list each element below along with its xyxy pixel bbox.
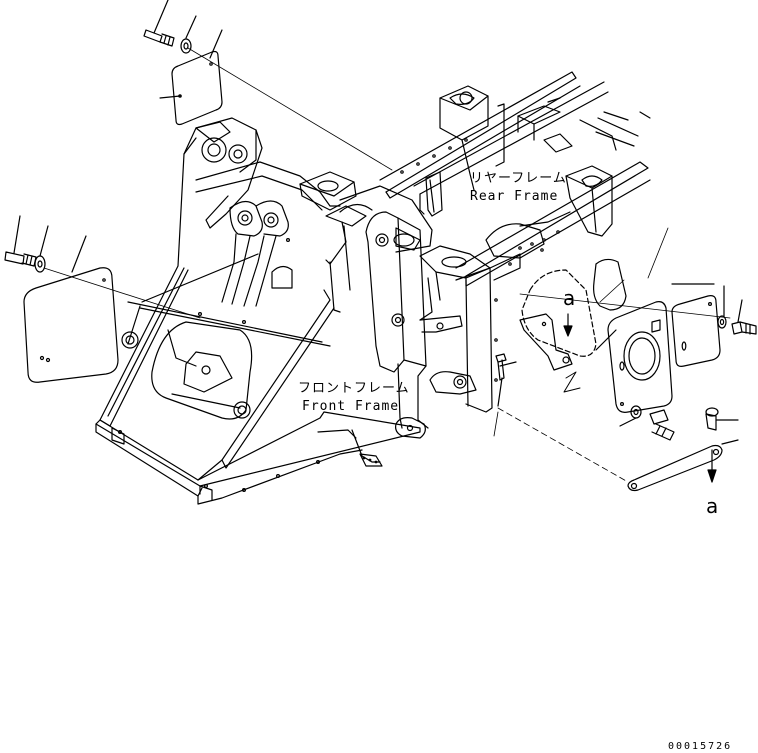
right-cover-leader bbox=[519, 293, 731, 319]
center-hinge-tower bbox=[317, 203, 477, 467]
right-cover-washer bbox=[717, 285, 727, 329]
front-frame-label-jp: フロントフレーム bbox=[298, 381, 410, 396]
stay-leader bbox=[493, 411, 499, 437]
stay-dashed-leader bbox=[497, 407, 629, 483]
right-cover-plate bbox=[671, 283, 721, 367]
top-cover-washer bbox=[180, 15, 197, 54]
front-frame-label-en: Front Frame bbox=[302, 399, 400, 414]
rear-frame-label-en: Rear Frame bbox=[470, 189, 559, 204]
rear-leader-2 bbox=[599, 279, 625, 303]
lower-cover-washer bbox=[619, 405, 642, 427]
view-arrow-bottom bbox=[707, 449, 717, 483]
top-cover-leader bbox=[187, 47, 393, 171]
rear-frame bbox=[299, 71, 651, 413]
right-cover-bolt bbox=[731, 299, 757, 335]
rear-frame-label-jp: リヤーフレーム bbox=[470, 171, 567, 186]
left-cover-washer bbox=[34, 225, 49, 273]
break-mark bbox=[563, 371, 581, 393]
view-reference-a-top: a bbox=[563, 286, 576, 310]
front-frame bbox=[95, 117, 421, 505]
round-hole-cover bbox=[595, 301, 673, 413]
drawing-number: 00015726 bbox=[668, 741, 733, 752]
small-bracket bbox=[519, 313, 573, 371]
left-cover-leader bbox=[43, 267, 201, 319]
rear-leader bbox=[647, 227, 669, 279]
left-cover-plate bbox=[23, 235, 119, 383]
view-reference-a-bottom: a bbox=[706, 494, 719, 518]
lower-cover-bolt bbox=[649, 409, 675, 441]
stay-bar bbox=[627, 439, 739, 492]
left-cover-bolt bbox=[4, 215, 37, 267]
rear-opening-outline bbox=[521, 258, 627, 357]
top-cover-bolt bbox=[143, 0, 175, 47]
top-cover-plate bbox=[159, 29, 223, 126]
bracket-bolt bbox=[495, 353, 517, 407]
view-arrow-top bbox=[563, 313, 573, 337]
stay-bolt bbox=[705, 407, 739, 431]
